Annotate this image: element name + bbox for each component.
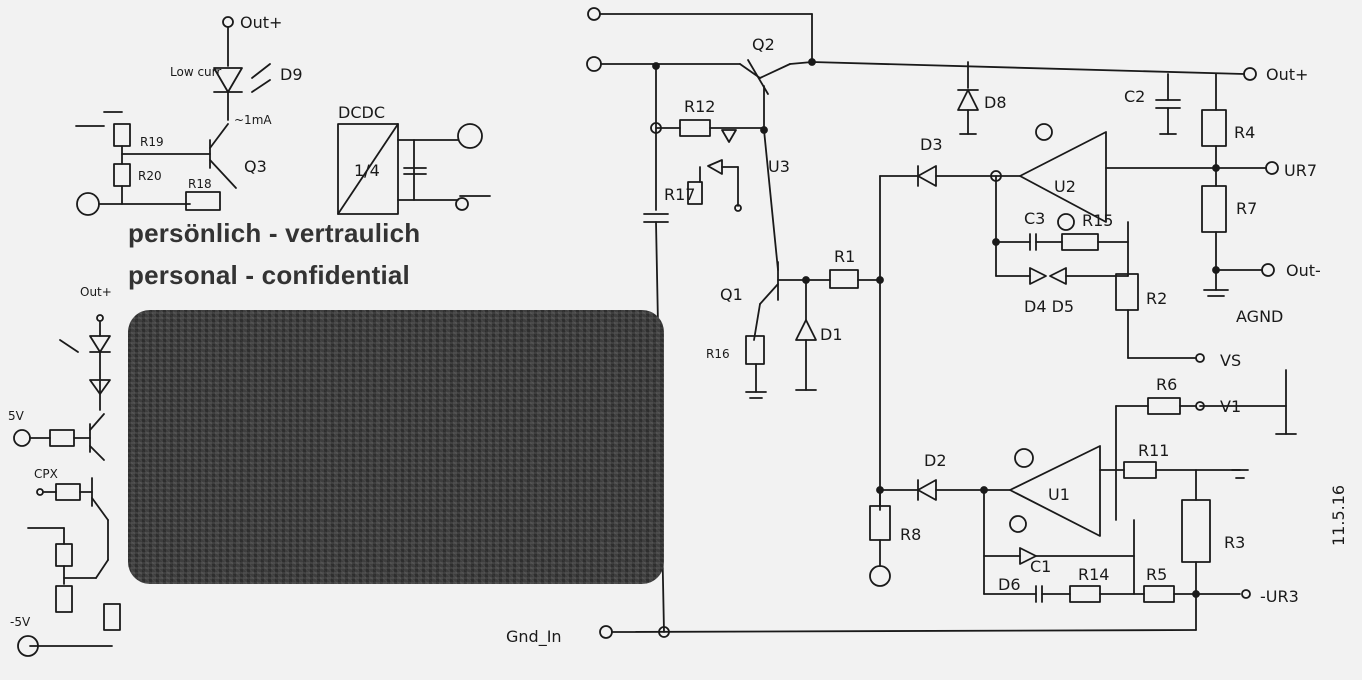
label-u1: U1 — [1048, 485, 1070, 504]
label-q3: Q3 — [244, 157, 267, 176]
label-r19: R19 — [140, 135, 164, 149]
out-plus-terminal — [1243, 67, 1257, 81]
gnd-in-terminal — [599, 625, 613, 639]
r11-resistor — [1123, 461, 1157, 479]
label-r3: R3 — [1224, 533, 1245, 552]
left-resistor-b — [55, 483, 81, 501]
ur3-terminal — [1241, 589, 1251, 599]
label-d3: D3 — [920, 135, 943, 154]
ur7-terminal — [1265, 161, 1279, 175]
r15-resistor — [1061, 233, 1099, 251]
r8-resistor — [869, 505, 891, 541]
label-d2: D2 — [924, 451, 947, 470]
label-out-minus: Out- — [1286, 261, 1321, 280]
label-vs: VS — [1220, 351, 1241, 370]
d8-diode — [957, 89, 979, 111]
input-terminal-top — [587, 7, 601, 21]
r1-resistor — [829, 269, 859, 289]
label-minus-5v: -5V — [10, 615, 31, 629]
label-q1: Q1 — [720, 285, 743, 304]
label-cpx: CPX — [34, 467, 58, 481]
label-dcdc: DCDC — [338, 103, 385, 122]
r2-resistor — [1115, 273, 1139, 311]
out-minus-terminal — [1261, 263, 1275, 277]
stamp-line-english: personal - confidential — [128, 260, 410, 290]
label-r1: R1 — [834, 247, 855, 266]
label-r11: R11 — [1138, 441, 1169, 460]
label-ur7: UR7 — [1284, 161, 1317, 180]
label-r12: R12 — [684, 97, 715, 116]
label-r7: R7 — [1236, 199, 1257, 218]
r17-resistor — [687, 181, 703, 205]
r19-resistor — [113, 123, 131, 147]
r12-resistor — [679, 119, 711, 137]
label-d4-d5: D4 D5 — [1024, 297, 1074, 316]
label-out-plus: Out+ — [1266, 65, 1308, 84]
r18-resistor — [185, 191, 221, 211]
label-out-plus-left: Out+ — [80, 285, 112, 299]
r3-resistor — [1181, 499, 1211, 563]
label-ur3: -UR3 — [1260, 587, 1299, 606]
label-r15: R15 — [1082, 211, 1113, 230]
r14-resistor — [1069, 585, 1101, 603]
dcdc-converter — [337, 123, 399, 215]
label-low-curr: Low curr — [170, 65, 221, 79]
label-d8: D8 — [984, 93, 1007, 112]
u1-opamp — [1009, 445, 1101, 537]
left-led — [89, 335, 111, 353]
label-agnd: AGND — [1236, 307, 1283, 326]
label-r18: R18 — [188, 177, 212, 191]
label-gnd-in: Gnd_In — [506, 627, 562, 647]
label-u3: U3 — [768, 157, 790, 176]
label-r5: R5 — [1146, 565, 1167, 584]
r4-resistor — [1201, 109, 1227, 147]
label-r14: R14 — [1078, 565, 1109, 584]
label-u2: U2 — [1054, 177, 1076, 196]
d1-diode — [795, 319, 817, 341]
label-v1: V1 — [1220, 397, 1241, 416]
stamp-line-german: persönlich - vertraulich — [128, 218, 421, 248]
label-one-ma: ~1mA — [234, 113, 272, 127]
r5-resistor — [1143, 585, 1175, 603]
low-current-led — [213, 67, 243, 93]
label-c3: C3 — [1024, 209, 1045, 228]
label-ratio: 1/4 — [354, 161, 380, 180]
d6-d7-diodes — [1019, 547, 1037, 565]
label-date: 11.5.16 — [1329, 485, 1348, 546]
left-resistor-a — [49, 429, 75, 447]
label-r20: R20 — [138, 169, 162, 183]
u3-opto-led — [721, 129, 737, 143]
d3-diode — [917, 165, 937, 187]
input-terminal-main — [586, 56, 602, 72]
left-resistor-c — [55, 543, 73, 567]
r6-resistor — [1147, 397, 1181, 415]
left-resistor-d — [55, 585, 73, 613]
label-out-plus-small: Out+ — [240, 13, 282, 32]
label-r16: R16 — [706, 347, 730, 361]
label-5v: 5V — [8, 409, 25, 423]
r7-resistor — [1201, 185, 1227, 233]
label-r2: R2 — [1146, 289, 1167, 308]
label-r4: R4 — [1234, 123, 1255, 142]
label-r17: R17 — [664, 185, 695, 204]
label-r8: R8 — [900, 525, 921, 544]
envelope-security-window — [128, 310, 664, 584]
label-q2: Q2 — [752, 35, 775, 54]
label-c2: C2 — [1124, 87, 1145, 106]
label-d9: D9 — [280, 65, 303, 84]
label-d1: D1 — [820, 325, 843, 344]
label-d6: D6 — [998, 575, 1021, 594]
component-labels: Q2 R12 U3 R17 Q1 R1 R16 D1 D3 D8 C2 R4 R… — [8, 13, 1348, 647]
label-c1: C1 — [1030, 557, 1051, 576]
d4-d5-diodes — [1029, 267, 1047, 285]
r20-resistor — [113, 163, 131, 187]
d2-diode — [917, 479, 937, 501]
vs-terminal — [1195, 353, 1205, 363]
label-r6: R6 — [1156, 375, 1177, 394]
left-subcircuits — [13, 16, 491, 657]
u2-opamp — [1019, 131, 1107, 223]
r16-resistor — [745, 335, 765, 365]
left-resistor-e — [103, 603, 121, 631]
